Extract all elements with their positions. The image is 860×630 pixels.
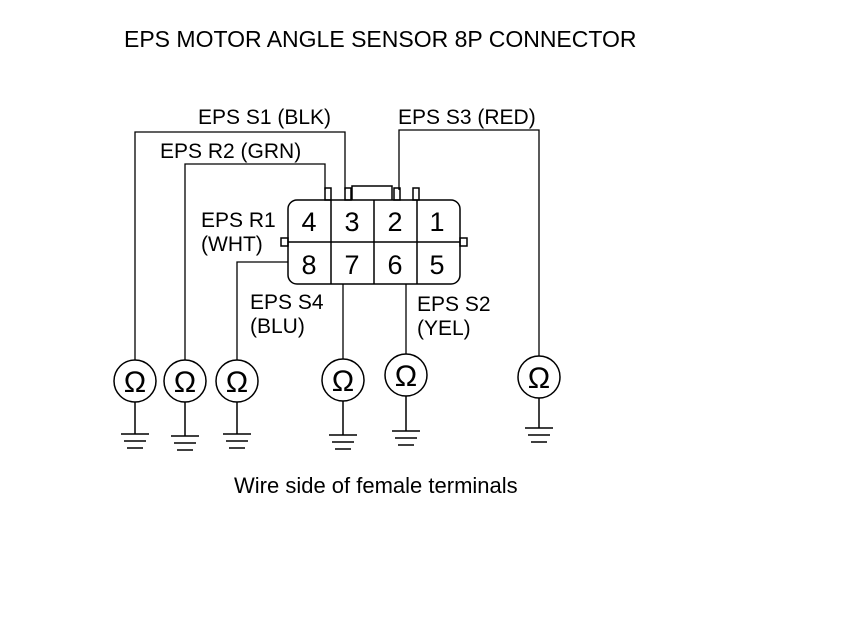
ground-icon	[121, 402, 149, 449]
pin-8: 8	[301, 250, 316, 280]
ground-icon	[392, 396, 420, 446]
connector-8p	[280, 185, 468, 285]
pin-7: 7	[344, 250, 359, 280]
ohm-symbol: Ω	[226, 366, 248, 399]
wire-label-s2: EPS S2	[417, 293, 491, 316]
pin-1: 1	[429, 207, 444, 237]
wire-label-r1-color: (WHT)	[201, 233, 263, 256]
ground-icon	[329, 401, 357, 450]
wire-label-s4: EPS S4	[250, 291, 324, 314]
wire-label-s4-color: (BLU)	[250, 315, 305, 338]
ground-icon	[525, 398, 553, 443]
pin-3: 3	[344, 207, 359, 237]
ohm-symbol: Ω	[395, 360, 417, 393]
wire-s1	[134, 131, 346, 360]
ohm-symbol: Ω	[332, 365, 354, 398]
connector-tab	[344, 187, 352, 201]
pin-5: 5	[429, 250, 444, 280]
wire-label-r2: EPS R2 (GRN)	[160, 140, 301, 163]
wire-label-s2-color: (YEL)	[417, 317, 471, 340]
connector-tab	[324, 187, 332, 201]
pin-4: 4	[301, 207, 316, 237]
diagram-caption: Wire side of female terminals	[234, 473, 518, 498]
connector-latch	[351, 185, 393, 200]
ground-icon	[223, 402, 251, 449]
wire-label-r1: EPS R1	[201, 209, 276, 232]
wire-s3	[398, 129, 540, 356]
pin-2: 2	[387, 207, 402, 237]
connector-side-tab	[280, 237, 289, 247]
ground-icon	[171, 402, 199, 451]
ohm-symbol: Ω	[174, 366, 196, 399]
wire-r1	[236, 261, 288, 360]
wire-r2	[184, 163, 326, 360]
connector-side-tab	[459, 237, 468, 247]
wire-label-s1: EPS S1 (BLK)	[198, 106, 331, 129]
connector-tab	[412, 187, 420, 201]
ohm-symbol: Ω	[124, 366, 146, 399]
pin-6: 6	[387, 250, 402, 280]
ohm-symbol: Ω	[528, 362, 550, 395]
wire-label-s3: EPS S3 (RED)	[398, 106, 536, 129]
diagram-title: EPS MOTOR ANGLE SENSOR 8P CONNECTOR	[124, 26, 637, 52]
